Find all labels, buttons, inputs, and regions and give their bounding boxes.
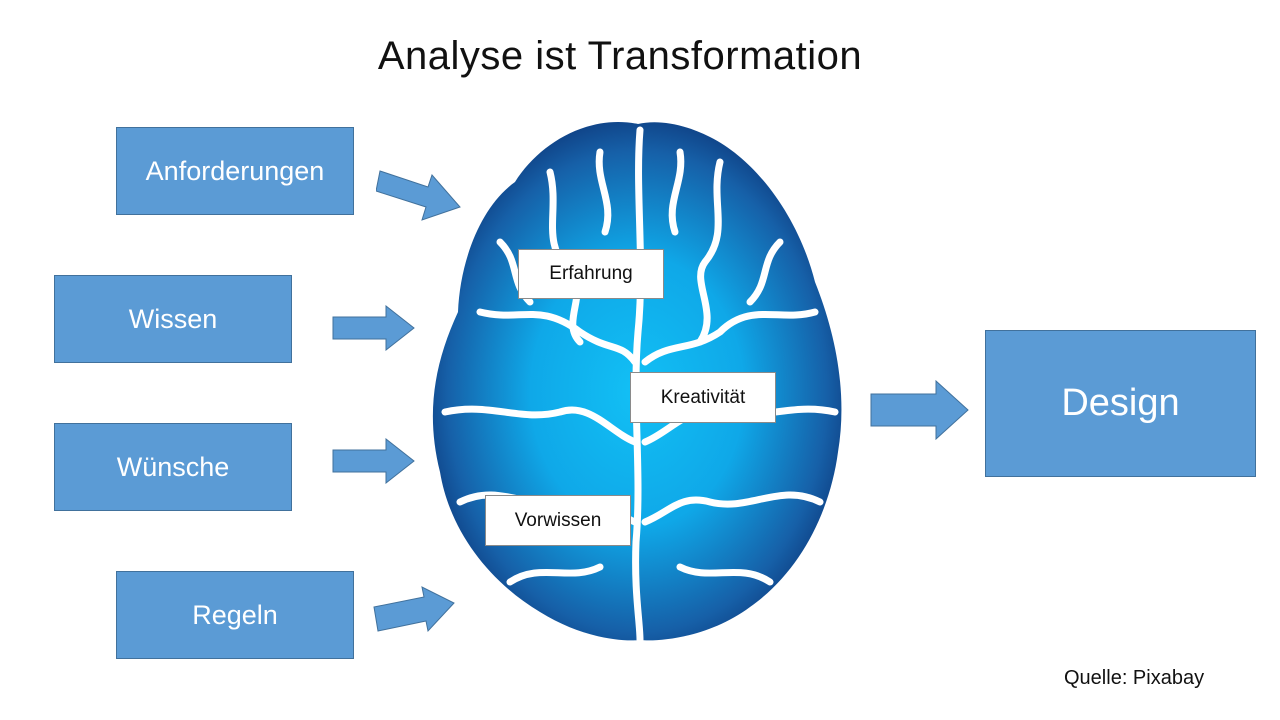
- arrow-right-icon: [373, 586, 455, 633]
- input-box-wissen: Wissen: [54, 275, 292, 363]
- source-credit: Quelle: Pixabay: [1064, 667, 1205, 689]
- brain-label-text: Kreativität: [660, 386, 746, 408]
- brain-label-erfahrung: Erfahrung: [518, 249, 664, 299]
- brain-label-text: Erfahrung: [549, 263, 633, 284]
- input-box-wuensche: Wünsche: [54, 423, 292, 511]
- arrow-right-icon: [332, 305, 415, 351]
- brain-label-kreativitaet: Kreativität: [630, 372, 776, 423]
- output-box-design: Design: [985, 330, 1256, 477]
- arrow-right-icon: [870, 380, 969, 440]
- arrow-right-icon: [332, 438, 415, 484]
- input-box-regeln: Regeln: [116, 571, 354, 659]
- input-label: Regeln: [192, 599, 278, 630]
- input-label: Anforderungen: [145, 155, 325, 186]
- arrow-right-icon: [376, 170, 461, 221]
- input-box-anforderungen: Anforderungen: [116, 127, 354, 215]
- page-title: Analyse ist Transformation: [377, 34, 863, 78]
- input-label: Wünsche: [116, 451, 230, 482]
- input-label: Wissen: [128, 303, 218, 334]
- brain-label-vorwissen: Vorwissen: [485, 495, 631, 546]
- output-label: Design: [1061, 382, 1180, 424]
- brain-label-text: Vorwissen: [514, 509, 602, 531]
